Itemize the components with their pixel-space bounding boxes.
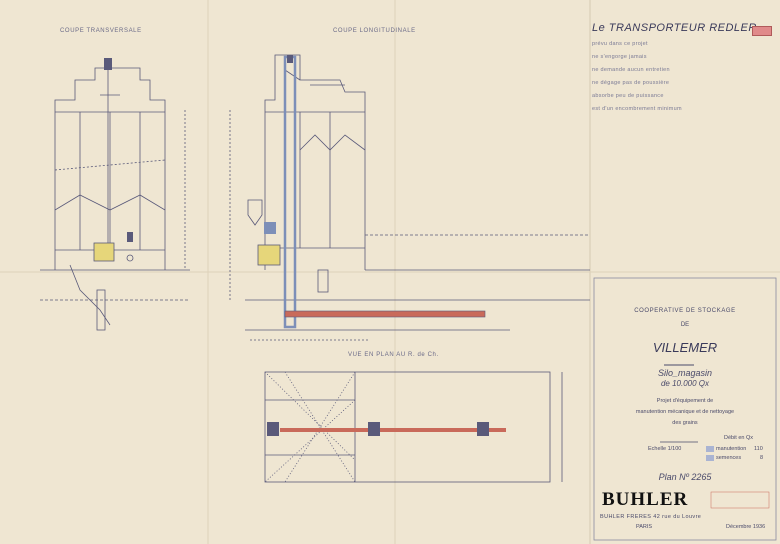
- row1-value: 110: [754, 446, 763, 452]
- longitudinal-section-label: COUPE LONGITUDINALE: [333, 28, 416, 34]
- title-block: COOPERATIVE DE STOCKAGE DE VILLEMER Silo…: [594, 278, 776, 540]
- legend-line: ne dégage pas de poussière: [592, 80, 670, 86]
- cross-section-drawing: [40, 60, 190, 326]
- project-line-3: des grains: [672, 420, 698, 426]
- legend-line: absorbe peu de puissance: [592, 93, 664, 99]
- longitudinal-section-drawing: [229, 54, 590, 341]
- client-line: COOPERATIVE DE STOCKAGE: [634, 308, 736, 314]
- company-address: BUHLER FRERES 42 rue du Louvre: [600, 514, 702, 520]
- drawing-date: Décembre 1936: [726, 524, 766, 530]
- row1-label: manutention: [716, 446, 747, 452]
- brand-logo: BUHLER: [602, 489, 689, 510]
- legend-title: Le TRANSPORTEUR REDLER: [592, 22, 757, 34]
- client-de: DE: [680, 322, 690, 328]
- place-name: VILLEMER: [652, 340, 718, 355]
- debit-header: Débit en Qx: [724, 435, 754, 441]
- capacity: de 10.000 Qx: [660, 379, 710, 388]
- legend-line: est d'un encombrement minimum: [592, 106, 682, 112]
- legend-color-swatch: [752, 26, 772, 36]
- row2-label: semences: [716, 455, 742, 461]
- project-line-2: manutention mécanique et de nettoyage: [635, 409, 735, 415]
- plan-view-label: VUE EN PLAN AU R. de Ch.: [348, 352, 439, 358]
- legend-line: prévu dans ce projet: [592, 41, 648, 47]
- legend-line: ne s'engorge jamais: [592, 54, 647, 60]
- project-line-1: Projet d'équipement de: [656, 398, 714, 404]
- scale: Echelle 1/100: [648, 446, 682, 452]
- redler-legend: Le TRANSPORTEUR REDLER prévu dans ce pro…: [592, 22, 772, 112]
- legend-line: ne demande aucun entretien: [592, 67, 670, 73]
- cross-section-label: COUPE TRANSVERSALE: [60, 28, 142, 34]
- building-name: Silo_magasin: [657, 368, 713, 378]
- plan-number: Plan Nº 2265: [658, 472, 712, 482]
- row2-value: 8: [760, 455, 764, 461]
- company-city: PARIS: [636, 524, 653, 530]
- plan-view-drawing: [264, 371, 563, 483]
